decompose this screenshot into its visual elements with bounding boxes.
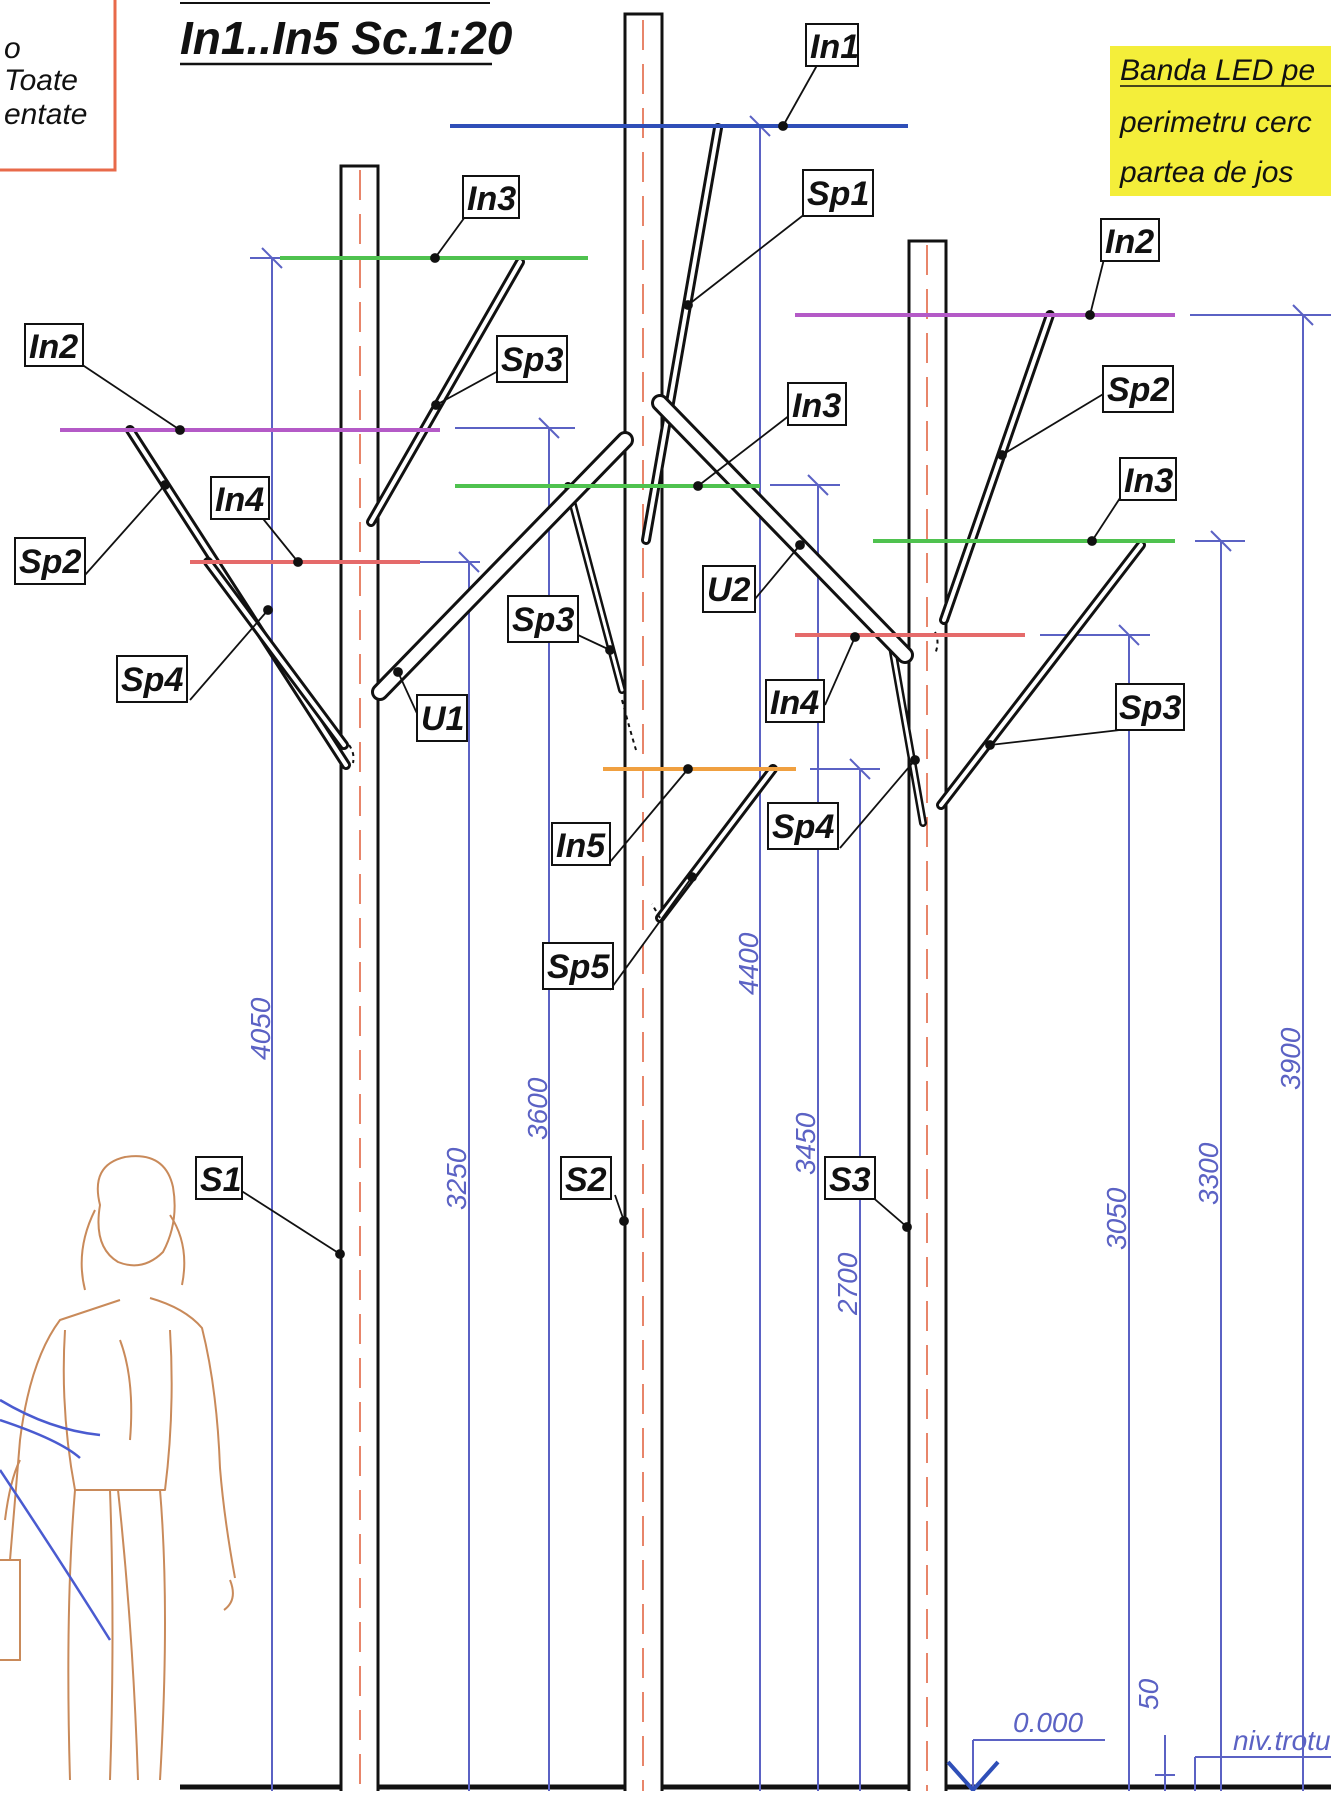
tag-sp5: Sp5 — [542, 942, 614, 990]
level-triangle-icon — [946, 1760, 1000, 1794]
tag-sp3-right: Sp3 — [1115, 683, 1185, 731]
tag-sp3-left: Sp3 — [496, 335, 568, 383]
dim-3450: 3450 — [790, 1112, 821, 1175]
tag-in4-mid-text: In4 — [770, 684, 819, 722]
tag-sp5-text: Sp5 — [547, 948, 610, 986]
tag-sp2-left-text: Sp2 — [19, 543, 81, 581]
tag-in2-left: In2 — [24, 323, 84, 367]
tag-in2-right: In2 — [1100, 218, 1160, 262]
branch-sp2-right — [939, 310, 1055, 625]
legend-line-1: o — [4, 32, 21, 65]
leader-lines — [74, 59, 1123, 1259]
led-note-background — [1110, 46, 1331, 196]
tag-sp4-left: Sp4 — [116, 655, 188, 703]
ground-note-text: niv.trotuar — [1233, 1725, 1331, 1756]
tag-sp4-right: Sp4 — [767, 802, 839, 850]
branch-u1 — [371, 431, 634, 701]
tag-sp1-text: Sp1 — [807, 175, 869, 213]
human-figure-sketch — [4, 1155, 236, 1781]
tag-sp3-mid-text: Sp3 — [512, 601, 574, 639]
tag-in3-right: In3 — [1119, 457, 1177, 501]
tag-in3-top: In3 — [462, 175, 520, 219]
tag-sp3-mid: Sp3 — [507, 595, 579, 643]
tag-s2: S2 — [560, 1156, 612, 1200]
tag-sp4-right-text: Sp4 — [772, 808, 834, 846]
post-s3 — [907, 239, 948, 1796]
handbag-strap-sketch — [0, 1398, 112, 1641]
post-s2 — [623, 12, 664, 1796]
tag-s3: S3 — [824, 1156, 876, 1200]
handbag-sketch — [0, 1559, 21, 1661]
tag-in5-text: In5 — [556, 827, 606, 865]
dim-3250: 3250 — [441, 1147, 472, 1210]
tag-in2-right-text: In2 — [1105, 223, 1154, 261]
dim-50: 50 — [1133, 1678, 1164, 1710]
tag-in3-top-text: In3 — [467, 180, 516, 218]
tag-u2-text: U2 — [707, 571, 751, 609]
led-note-line-2: perimetru cerc — [1119, 106, 1312, 139]
dimension-labels: 4050 3250 3600 4400 3450 2700 3050 3300 … — [245, 932, 1306, 1710]
tag-in2-left-text: In2 — [29, 328, 78, 366]
tag-u2: U2 — [702, 565, 756, 613]
tag-in3-mid-text: In3 — [792, 387, 841, 425]
tag-sp2-left: Sp2 — [14, 537, 86, 585]
post-s1 — [339, 164, 380, 1796]
branch-sp1 — [641, 123, 723, 545]
tag-in4-left: In4 — [210, 476, 270, 520]
dim-3600: 3600 — [522, 1077, 553, 1140]
legend-box-border — [0, 0, 117, 172]
tag-u1: U1 — [416, 694, 468, 742]
tag-sp3-left-text: Sp3 — [501, 341, 563, 379]
legend-line-3: entate — [4, 98, 87, 131]
dim-3300: 3300 — [1193, 1142, 1224, 1205]
branch-sp4-right — [886, 631, 927, 827]
drawing-title: In1..In5 Sc.1:20 — [180, 2, 513, 66]
tag-s1-text: S1 — [200, 1161, 242, 1199]
dimension-lines — [250, 115, 1331, 1791]
tag-sp4-left-text: Sp4 — [121, 661, 183, 699]
tag-s2-text: S2 — [565, 1161, 607, 1199]
level-marker: 0.000 — [946, 1707, 1105, 1794]
tag-sp2-right: Sp2 — [1102, 365, 1174, 413]
tag-sp1: Sp1 — [802, 169, 874, 217]
title-text: In1..In5 Sc.1:20 — [180, 12, 513, 64]
branch-sp4-left — [203, 557, 349, 750]
tag-in5: In5 — [551, 822, 611, 866]
tag-sp3-right-text: Sp3 — [1119, 689, 1181, 727]
dim-4050: 4050 — [245, 997, 276, 1060]
branch-u2 — [651, 394, 914, 664]
branch-sp3-mid — [564, 482, 626, 694]
dim-2700: 2700 — [832, 1252, 863, 1316]
tag-s3-text: S3 — [829, 1161, 871, 1199]
led-note: Banda LED pe perimetru cerc partea de jo… — [1110, 46, 1331, 196]
legend-box: o Toate entate — [0, 0, 117, 172]
tag-sp2-right-text: Sp2 — [1107, 371, 1169, 409]
tag-in1: In1 — [805, 23, 859, 67]
level-mark-text: 0.000 — [1013, 1707, 1083, 1738]
legend-line-2: Toate — [4, 64, 78, 97]
led-note-line-1: Banda LED pe — [1120, 54, 1315, 87]
tag-in1-text: In1 — [810, 28, 859, 66]
tag-in3-mid: In3 — [787, 382, 847, 426]
ground-note: niv.trotuar — [1194, 1725, 1331, 1791]
tag-s1: S1 — [195, 1156, 243, 1200]
tag-u1-text: U1 — [421, 700, 464, 738]
branch-sp3-left — [366, 257, 525, 527]
led-note-line-3: partea de jos — [1119, 156, 1293, 189]
dim-3050: 3050 — [1101, 1187, 1132, 1250]
tags: In1 Sp1 In3 In2 In2 Sp3 In3 Sp2 In3 In4 … — [14, 23, 1185, 1200]
branch-sp5 — [655, 764, 778, 923]
tag-in3-right-text: In3 — [1124, 462, 1173, 500]
dim-3900: 3900 — [1275, 1027, 1306, 1090]
dim-4400: 4400 — [733, 932, 764, 995]
tag-in4-mid: In4 — [765, 679, 825, 723]
tag-in4-left-text: In4 — [215, 481, 264, 519]
branch-sp3-right — [936, 540, 1146, 810]
